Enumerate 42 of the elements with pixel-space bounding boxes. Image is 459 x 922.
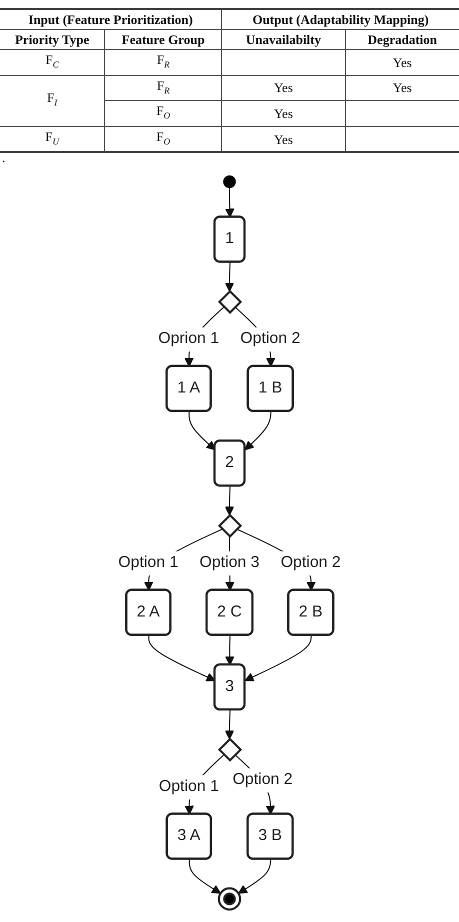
edge-label: Option 1 <box>158 777 219 796</box>
table-cell: F$_{O}$ <box>104 100 222 126</box>
column-header: Input (Feature Prioritization) <box>0 9 222 30</box>
table-cell: F$_{C}$ <box>0 50 105 76</box>
arrow <box>224 262 234 292</box>
edge-label: Option 2 <box>240 329 300 348</box>
arrow <box>188 859 221 894</box>
table-cell: F$_{O}$ <box>104 126 222 152</box>
table-cell: F$_{R}$ <box>104 50 222 76</box>
node-circle <box>223 175 236 188</box>
arrow <box>225 187 234 218</box>
node-circle <box>218 887 242 911</box>
edge-label: Option 1 <box>118 553 178 572</box>
table-cell: Yes <box>222 75 346 101</box>
arrow <box>224 710 234 740</box>
edge-label: Oprion 1 <box>158 329 220 348</box>
arrow <box>224 486 234 516</box>
table-cell: F$_{I}$ <box>0 75 105 126</box>
node-diamond <box>218 738 242 762</box>
column-header: Output (Adaptability Mapping) <box>222 9 459 30</box>
edge-label: Option 3 <box>199 553 260 572</box>
arrow <box>188 411 216 450</box>
arrow <box>244 411 272 450</box>
table-cell: Yes <box>345 75 459 101</box>
table-cell: Yes <box>222 100 346 126</box>
arrow <box>225 635 234 666</box>
arrow <box>244 635 312 682</box>
column-header: Priority Type <box>0 30 105 50</box>
column-header: Feature Group <box>104 30 222 50</box>
column-header: Degradation <box>345 30 459 50</box>
table-cell: F$_{R}$ <box>104 75 222 101</box>
arrow <box>148 635 216 682</box>
node-diamond <box>218 290 242 314</box>
edge-label: Option 2 <box>280 553 341 572</box>
table-cell: Yes <box>345 50 459 76</box>
table-cell: Yes <box>222 126 346 152</box>
note-text: . <box>2 150 6 166</box>
table-cell: F$_{U}$ <box>0 126 105 152</box>
column-header: Unavailabilty <box>222 30 346 50</box>
arrow <box>238 859 272 894</box>
node-diamond <box>218 514 242 538</box>
edge-label: Option 2 <box>232 770 293 788</box>
